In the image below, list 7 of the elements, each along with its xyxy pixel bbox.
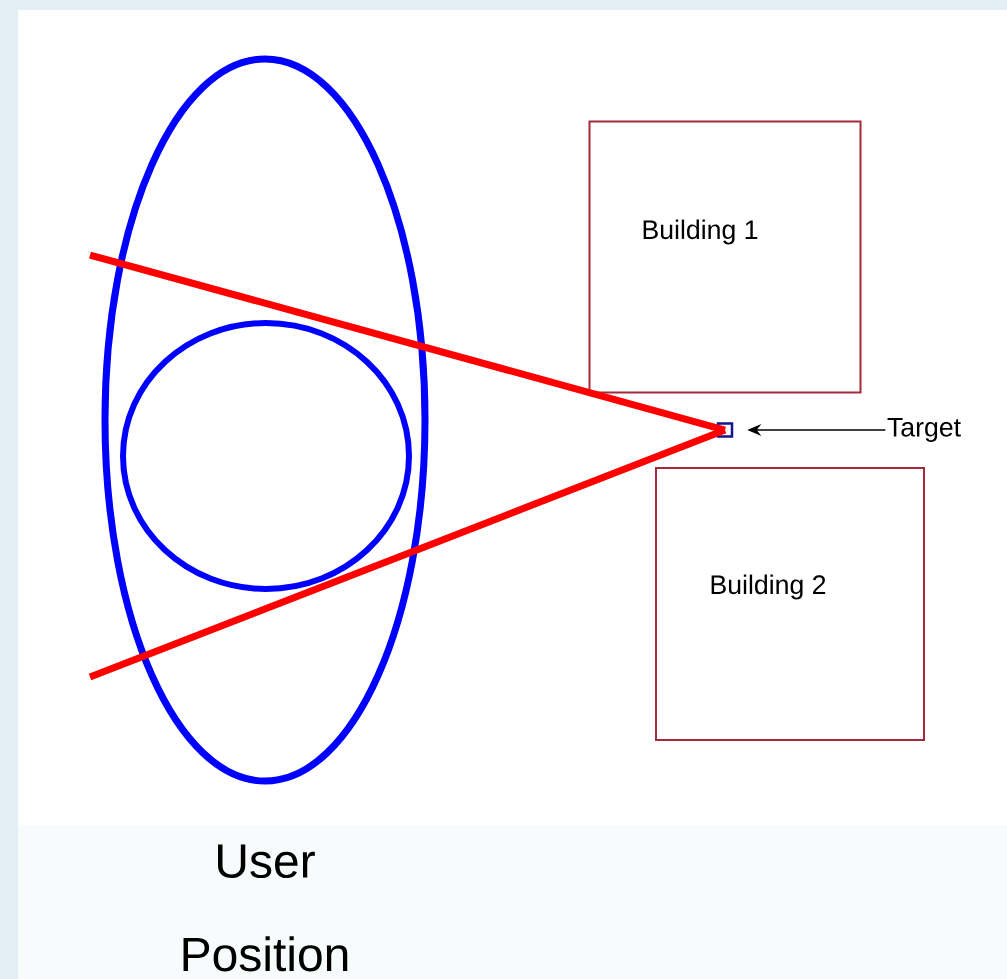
building-box: Building 1 bbox=[588, 120, 862, 394]
ellipse bbox=[101, 55, 429, 785]
building-box: Building 2 bbox=[655, 467, 925, 741]
target-marker bbox=[716, 422, 734, 438]
target-label: Target bbox=[887, 418, 961, 442]
node-label: User Position bbox=[183, 844, 348, 972]
circle bbox=[120, 320, 412, 592]
